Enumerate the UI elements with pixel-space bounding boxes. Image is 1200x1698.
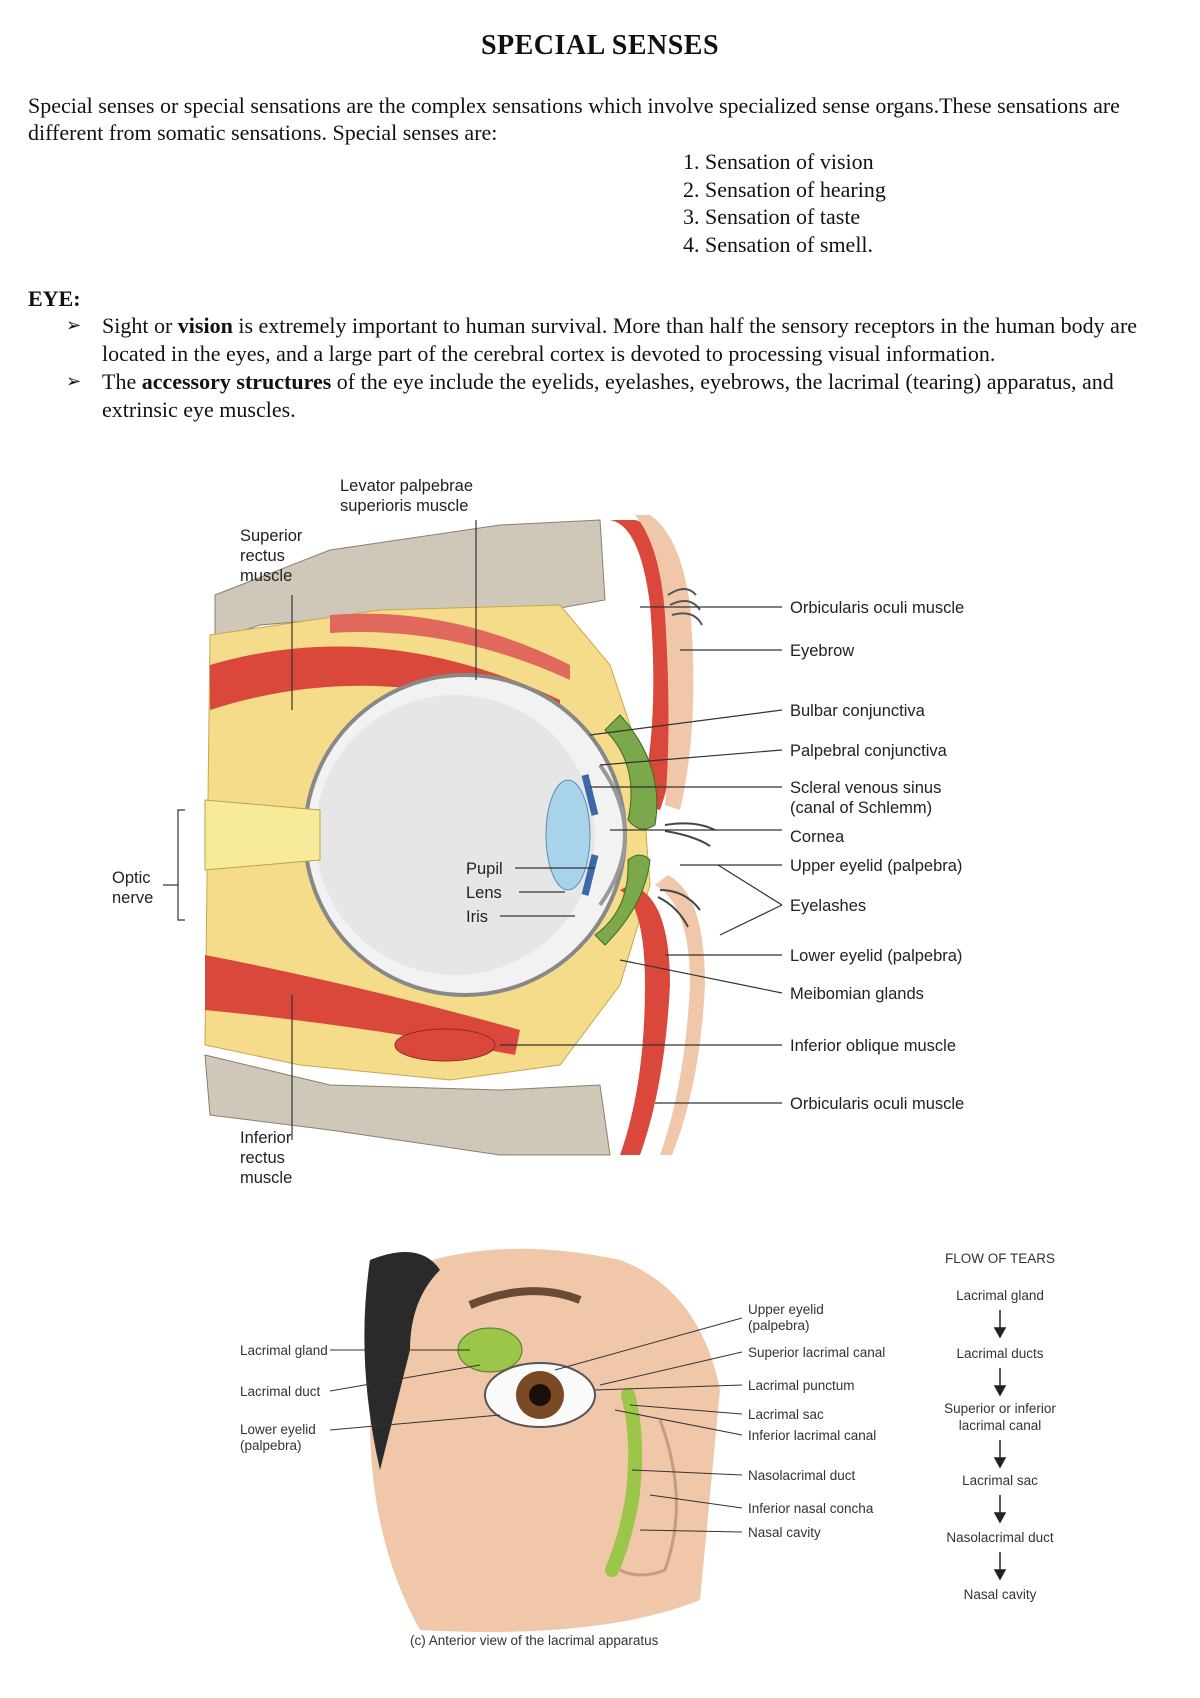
bullet-list: ➢ Sight or vision is extremely important… — [66, 312, 1166, 424]
orbicularis-upper-shape — [610, 520, 678, 810]
bullet-text: of the eye include the eyelids, eyelashe… — [102, 369, 1114, 422]
label-nasolacrimal-duct: Nasolacrimal duct — [748, 1468, 856, 1483]
label-inferior-oblique: Inferior oblique muscle — [790, 1037, 956, 1055]
label-palpebral-conjunctiva: Palpebral conjunctiva — [790, 742, 948, 760]
flow-step: Lacrimal ducts — [956, 1346, 1043, 1361]
label-inferior-lacrimal-canal: Inferior lacrimal canal — [748, 1428, 876, 1443]
bullet-text: The — [102, 369, 142, 394]
list-item: ➢ The accessory structures of the eye in… — [66, 368, 1166, 423]
arrow-down-icon — [993, 1327, 1007, 1339]
flow-step: Nasal cavity — [964, 1587, 1037, 1602]
superior-rectus-muscle-shape — [210, 646, 560, 725]
list-item: 4. Sensation of smell. — [683, 231, 874, 257]
label-lacrimal-duct: Lacrimal duct — [240, 1384, 321, 1399]
label-lower-eyelid: (palpebra) — [240, 1438, 302, 1453]
label-bulbar-conjunctiva: Bulbar conjunctiva — [790, 702, 926, 720]
label-eyelashes: Eyelashes — [790, 897, 866, 915]
page-title: SPECIAL SENSES — [480, 30, 720, 61]
label-eyebrow: Eyebrow — [790, 642, 854, 660]
lacrimal-apparatus-figure: Lacrimal gland Lacrimal duct Lower eyeli… — [240, 1248, 1056, 1648]
label-cornea: Cornea — [790, 828, 845, 846]
skin-lower — [655, 875, 705, 1155]
eyebrow-hair — [667, 588, 703, 626]
nose-outline — [619, 1419, 678, 1577]
label-superior-lacrimal-canal: Superior lacrimal canal — [748, 1345, 885, 1360]
pupil-shape — [529, 1384, 551, 1406]
label-nasal-cavity: Nasal cavity — [748, 1525, 821, 1540]
label-lens: Lens — [466, 884, 502, 902]
hair-shape — [364, 1252, 440, 1470]
label-scleral-sinus: (canal of Schlemm) — [790, 799, 932, 817]
label-lower-eyelid: Lower eyelid — [240, 1422, 316, 1437]
flow-step: Superior or inferior — [944, 1401, 1056, 1416]
orbit-bone-bottom — [204, 1054, 611, 1156]
nasolacrimal-duct-shape — [605, 1388, 643, 1577]
label-lacrimal-punctum: Lacrimal punctum — [748, 1378, 855, 1393]
label-superior-rectus: muscle — [240, 567, 292, 585]
flow-step: Lacrimal sac — [962, 1473, 1038, 1488]
label-iris: Iris — [466, 908, 488, 926]
cornea-shape — [598, 763, 627, 907]
face-shape — [370, 1248, 720, 1632]
label-inferior-rectus: Inferior — [240, 1129, 292, 1147]
arrow-down-icon — [993, 1569, 1007, 1581]
label-pupil: Pupil — [466, 860, 503, 878]
label-inferior-nasal-concha: Inferior nasal concha — [748, 1501, 874, 1516]
lens-shape — [545, 779, 591, 891]
flow-arrows — [993, 1310, 1007, 1581]
leader-lines — [163, 520, 783, 1140]
arrow-down-icon — [993, 1457, 1007, 1469]
arrow-down-icon — [993, 1512, 1007, 1524]
arrowhead-bullet-icon: ➢ — [66, 315, 82, 336]
label-lacrimal-sac: Lacrimal sac — [748, 1407, 824, 1422]
bullet-text: is extremely important to human survival… — [102, 313, 1138, 366]
bullet-text: Sight or — [102, 313, 178, 338]
label-inferior-rectus: rectus — [240, 1149, 285, 1167]
iris-shape — [581, 774, 599, 896]
eyelash-hair — [657, 822, 716, 928]
leader-lines — [329, 1317, 743, 1533]
label-levator: superioris muscle — [340, 497, 468, 515]
eye-sagittal-figure: Levator palpebrae superioris muscle Supe… — [112, 477, 964, 1187]
levator-muscle-shape — [330, 613, 570, 680]
flow-step: Lacrimal gland — [956, 1288, 1044, 1303]
bullet-bold-text: vision — [177, 313, 233, 338]
label-superior-rectus: Superior — [240, 527, 303, 545]
list-item: ➢ Sight or vision is extremely important… — [66, 312, 1166, 367]
label-lacrimal-gland: Lacrimal gland — [240, 1343, 328, 1358]
figure-caption: (c) Anterior view of the lacrimal appara… — [410, 1633, 659, 1648]
list-item: 3. Sensation of taste — [683, 204, 861, 229]
flow-of-tears-diagram: FLOW OF TEARS Lacrimal gland Lacrimal du… — [944, 1251, 1056, 1602]
optic-nerve-shape — [204, 799, 321, 871]
label-inferior-rectus: muscle — [240, 1169, 292, 1187]
label-scleral-sinus: Scleral venous sinus — [790, 779, 941, 797]
label-superior-rectus: rectus — [240, 547, 285, 565]
bullet-bold-text: accessory structures — [141, 369, 332, 394]
section-heading-eye: EYE: — [28, 286, 81, 311]
inferior-oblique-shape — [394, 1028, 496, 1062]
arrowhead-bullet-icon: ➢ — [66, 371, 82, 392]
label-meibomian: Meibomian glands — [790, 985, 924, 1003]
label-orbicularis-top: Orbicularis oculi muscle — [790, 599, 964, 617]
label-upper-eyelid: Upper eyelid — [748, 1302, 824, 1317]
label-levator: Levator palpebrae — [340, 477, 473, 495]
eyebrow-shape — [468, 1287, 582, 1309]
label-lower-eyelid: Lower eyelid (palpebra) — [790, 947, 962, 965]
intro-paragraph: Special senses or special sensations are… — [28, 93, 1120, 145]
vitreous-shape — [315, 695, 595, 975]
label-optic-nerve: Optic — [112, 869, 151, 887]
flow-step: lacrimal canal — [959, 1418, 1042, 1433]
lower-eyelid-shape — [594, 854, 651, 946]
senses-list: 1. Sensation of vision 2. Sensation of h… — [683, 148, 886, 258]
label-optic-nerve: nerve — [112, 889, 153, 907]
label-upper-eyelid: Upper eyelid (palpebra) — [790, 857, 962, 875]
list-item: 2. Sensation of hearing — [683, 176, 886, 202]
flow-step: Nasolacrimal duct — [946, 1530, 1054, 1545]
orbicularis-lower-shape — [620, 885, 670, 1155]
list-item: 1. Sensation of vision — [683, 149, 874, 174]
label-orbicularis-bottom: Orbicularis oculi muscle — [790, 1095, 964, 1113]
flow-title: FLOW OF TEARS — [945, 1251, 1055, 1266]
arrow-down-icon — [993, 1385, 1007, 1397]
label-upper-eyelid: (palpebra) — [748, 1318, 810, 1333]
